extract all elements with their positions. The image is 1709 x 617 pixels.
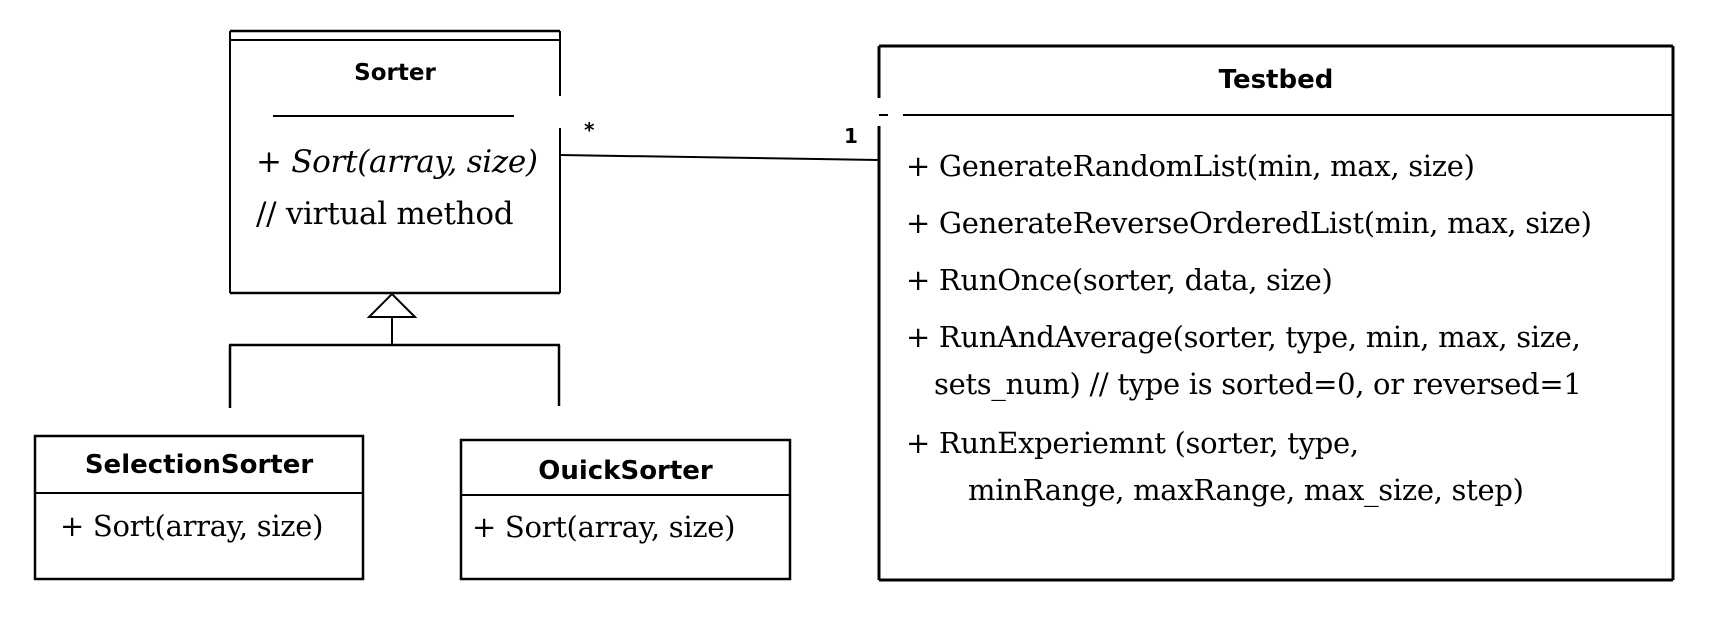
quick-sorter-class-name: OuickSorter [538,456,713,486]
testbed-class-name: Testbed [1218,65,1334,95]
sorter-sort-method: + Sort(array, size) [256,144,538,180]
sorter-class-name: Sorter [354,60,436,86]
testbed-method-run-and-average-cont: sets_num) // type is sorted=0, or revers… [934,367,1582,401]
testbed-method-run-once: + RunOnce(sorter, data, size) [906,263,1333,297]
selection-sorter-class-name: SelectionSorter [84,450,314,480]
sorter-virtual-comment: // virtual method [256,196,514,232]
testbed-multiplicity: 1 [844,124,858,148]
selection-sorter-class-box [33,434,365,581]
quick-sorter-sort-method: + Sort(array, size) [472,510,736,544]
association-line [559,154,880,161]
sorter-multiplicity: * [584,118,595,142]
generalization-arrow [228,292,561,408]
testbed-method-run-experiment-cont: minRange, maxRange, max_size, step) [968,473,1524,507]
testbed-method-generate-random: + GenerateRandomList(min, max, size) [906,149,1475,183]
testbed-method-run-and-average: + RunAndAverage(sorter, type, min, max, … [906,320,1581,354]
testbed-method-generate-reverse: + GenerateReverseOrderedList(min, max, s… [906,206,1592,240]
testbed-class-box [877,44,1675,582]
quick-sorter-class-box [459,438,792,581]
testbed-method-run-experiment: + RunExperiemnt (sorter, type, [906,426,1359,460]
selection-sorter-sort-method: + Sort(array, size) [60,509,324,543]
